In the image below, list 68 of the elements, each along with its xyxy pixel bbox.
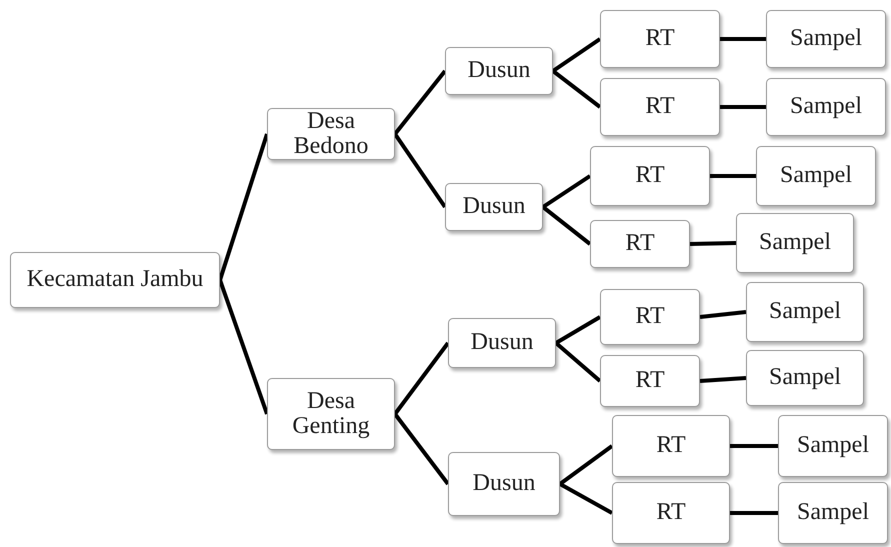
node-label: Sampel (769, 299, 841, 325)
node-label: Sampel (790, 94, 862, 120)
node-label: RT (645, 94, 675, 120)
connector-line (710, 174, 756, 178)
label-box (590, 220, 690, 268)
node-label: Dusun (462, 194, 526, 220)
node-label: Desa Bedono (292, 108, 370, 160)
connector-line (730, 444, 778, 448)
node-label: Dusun (468, 58, 530, 84)
label-box (612, 415, 730, 477)
label-box (445, 183, 543, 231)
node-label: RT (635, 163, 665, 189)
connector-line (218, 133, 269, 281)
connector-line (720, 105, 766, 109)
node-label: Sampel (759, 230, 831, 256)
node-label: Kecamatan Jambu (26, 267, 204, 293)
node-label: RT (635, 304, 665, 330)
connector-line (218, 279, 269, 415)
node-label: Sampel (797, 500, 869, 526)
connector-line (690, 241, 736, 246)
node-label: RT (625, 231, 655, 257)
node-label: Sampel (780, 163, 852, 189)
connector-line (720, 37, 766, 41)
label-box (746, 350, 864, 406)
label-box (448, 452, 560, 516)
node-label: RT (645, 26, 675, 52)
connector-line (554, 315, 602, 345)
connector-line (554, 341, 602, 383)
connector-line (542, 174, 592, 209)
node-label: RT (656, 433, 686, 459)
label-box (756, 146, 876, 206)
label-box (600, 355, 700, 407)
label-box (612, 482, 730, 544)
label-box (590, 146, 710, 206)
label-box (600, 289, 700, 345)
label-box (10, 252, 220, 308)
label-box (600, 78, 720, 136)
connector-line (393, 412, 450, 486)
connector-line (559, 482, 613, 515)
node-label: Sampel (797, 433, 869, 459)
label-box (766, 78, 886, 136)
label-box (778, 415, 888, 477)
connector-line (393, 132, 447, 208)
connector-line (558, 444, 614, 486)
label-box (267, 108, 395, 160)
label-box (600, 10, 720, 68)
node-label: Dusun (472, 471, 536, 497)
label-box (778, 482, 888, 544)
node-label: RT (656, 500, 686, 526)
label-box (746, 282, 864, 342)
connector-line (730, 511, 778, 515)
label-box (766, 10, 886, 68)
label-box (736, 213, 854, 273)
connector-line (542, 205, 592, 246)
connector-line (552, 37, 602, 73)
connector-line (700, 310, 746, 319)
node-label: Sampel (790, 26, 862, 52)
node-label: Dusun (470, 330, 534, 356)
connector-line (552, 69, 602, 109)
connector-line (393, 342, 450, 416)
label-box (448, 318, 556, 368)
node-label: Sampel (769, 365, 841, 391)
connector-line (700, 376, 746, 383)
connector-line (393, 70, 447, 136)
label-box (445, 47, 553, 95)
node-label: Desa Genting (291, 388, 371, 440)
label-box (267, 378, 395, 450)
node-label: RT (635, 368, 665, 394)
